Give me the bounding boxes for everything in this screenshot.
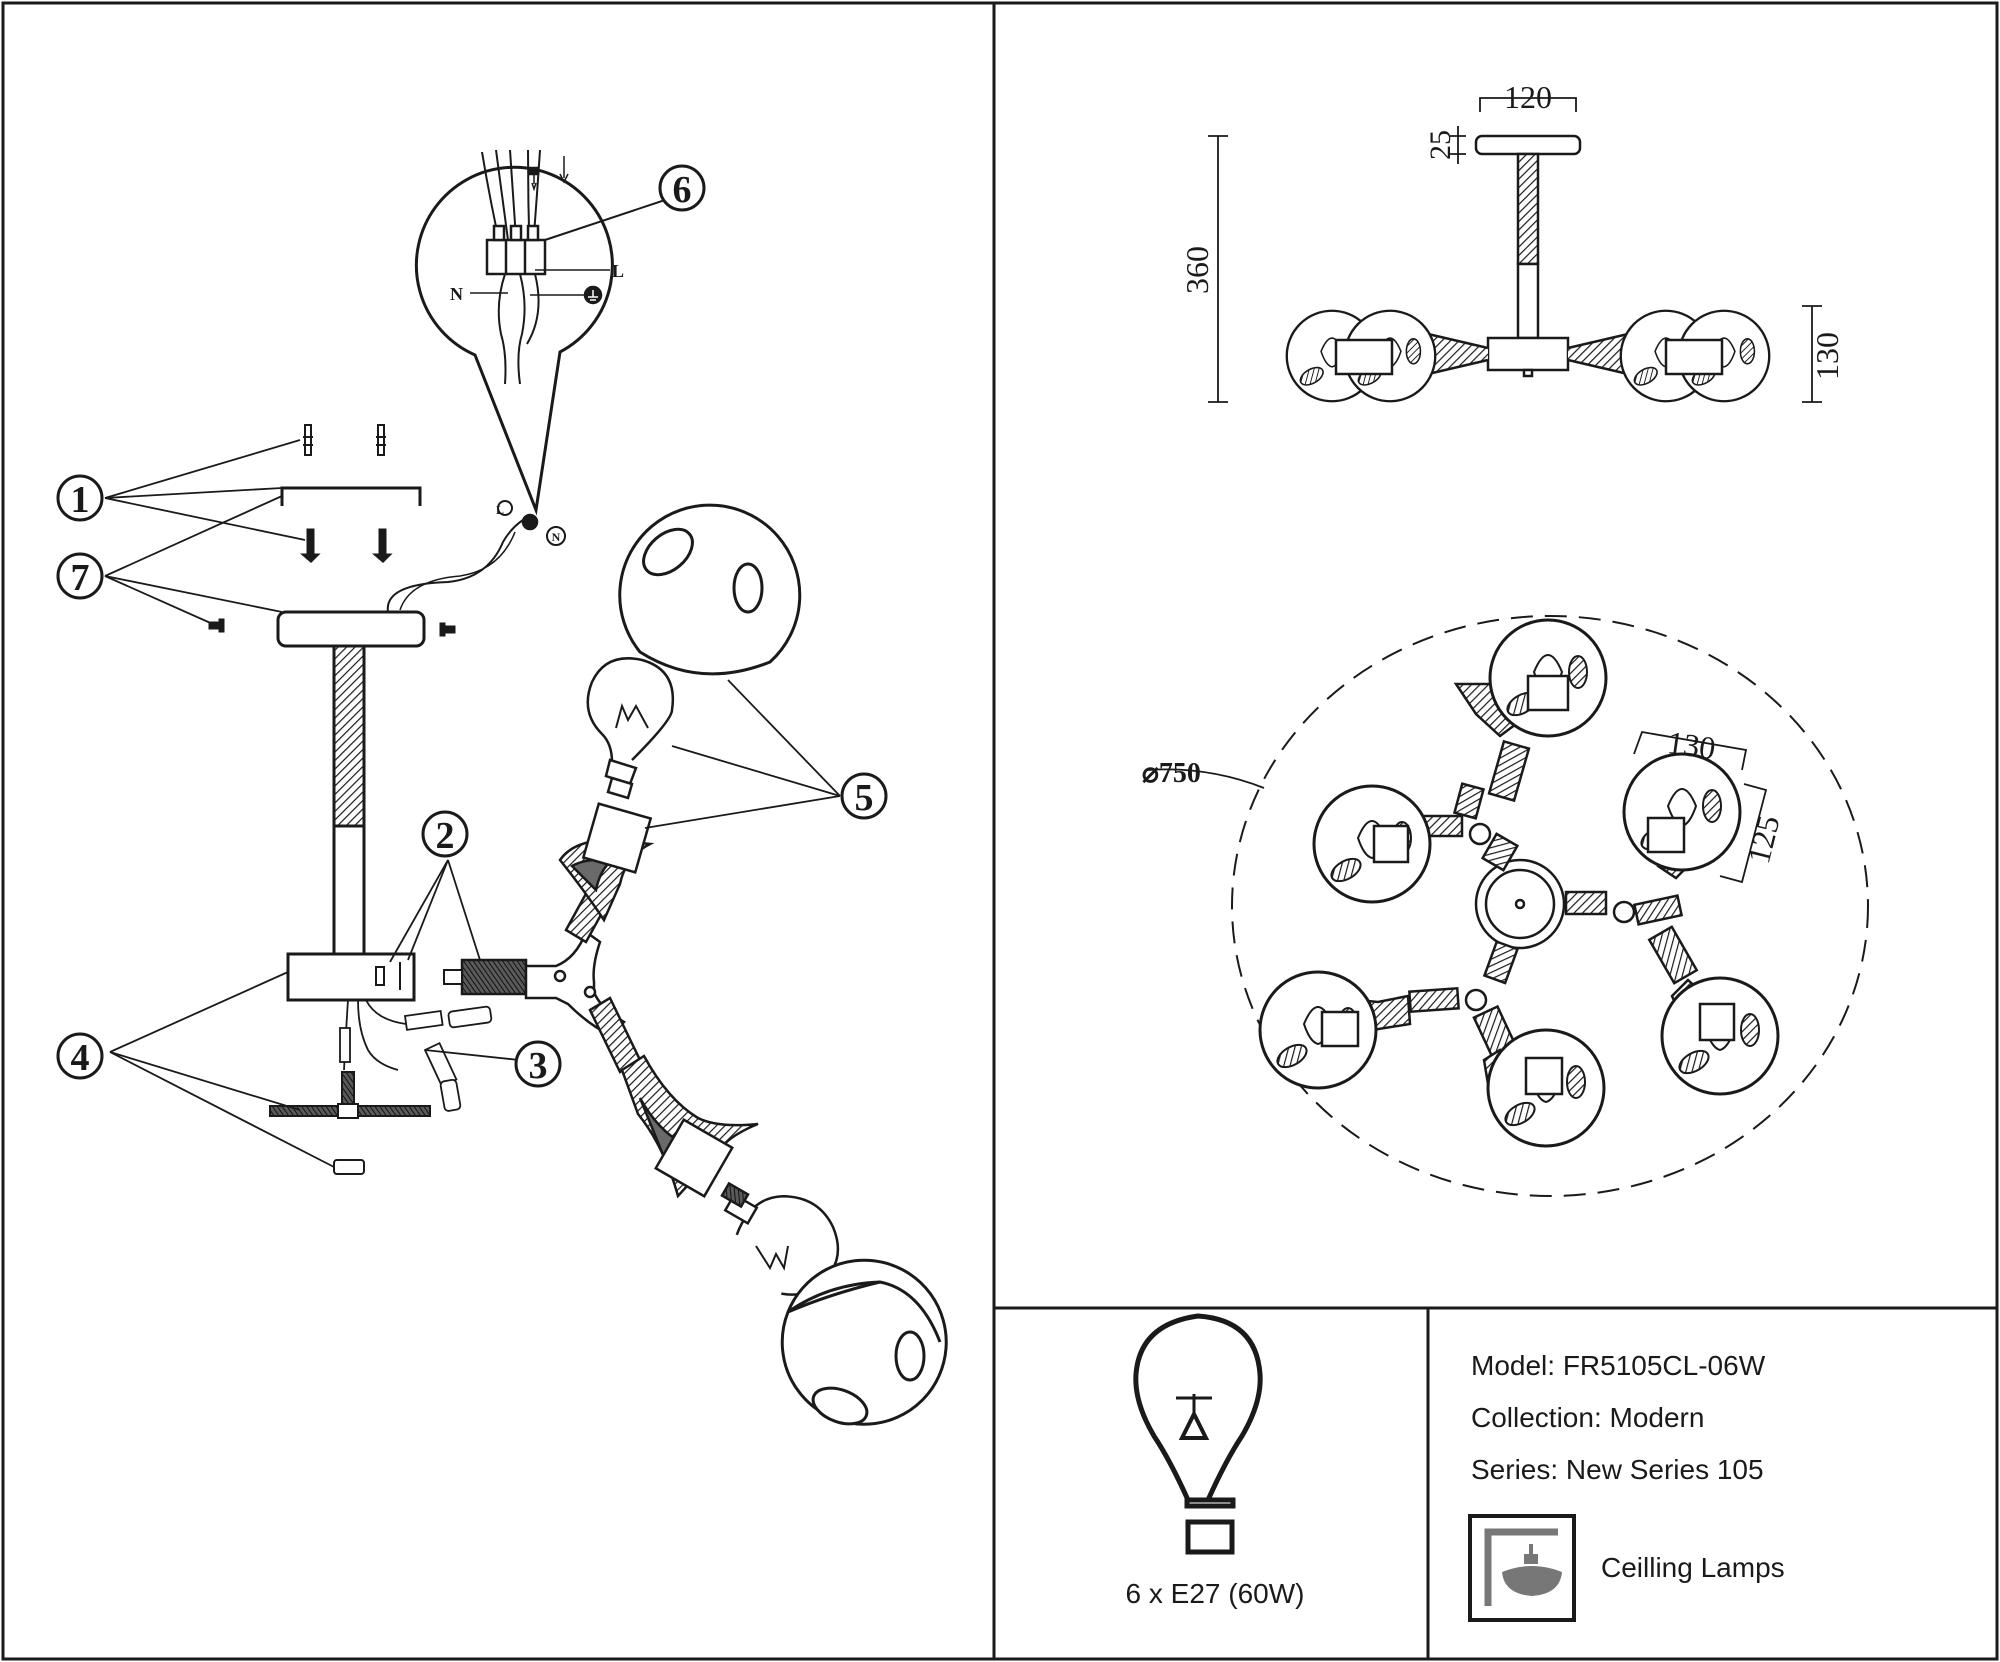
glass-shade-lower — [780, 1258, 948, 1426]
dim-arm-span: 130 — [1665, 724, 1718, 766]
leader-lines-1-7 — [104, 439, 306, 626]
end-cap — [333, 1159, 365, 1175]
supply-wire — [386, 519, 524, 613]
leader-lines-5 — [644, 679, 841, 829]
terminal-marks — [497, 500, 566, 546]
terminal-label-live: L — [496, 503, 504, 517]
plan-view — [1147, 615, 1869, 1197]
mounting-bracket — [280, 486, 422, 506]
dimension-lines-elevation — [1208, 97, 1822, 403]
callout-label-3: 3 — [529, 1045, 548, 1087]
internal-wiring — [339, 999, 493, 1112]
callout-label-4: 4 — [71, 1037, 90, 1079]
arm-connector — [460, 958, 528, 996]
stem-tube — [332, 644, 366, 828]
collection-label: Collection: Modern — [1471, 1402, 1705, 1433]
junction-body — [286, 952, 416, 1002]
bulb-icon — [1133, 1313, 1263, 1555]
bulb-upper — [586, 657, 675, 800]
dim-canopy-height: 25 — [1424, 130, 1457, 160]
terminal-label-neutral: N — [552, 530, 561, 544]
dim-shade-height: 130 — [1809, 332, 1845, 380]
exploded-assembly-view — [56, 149, 948, 1426]
callout-label-5: 5 — [855, 777, 874, 819]
side-elevation-view — [1208, 97, 1822, 403]
callout-label-6: 6 — [673, 169, 692, 211]
dimension-lines-plan — [1147, 730, 1768, 884]
dim-canopy-width: 120 — [1504, 79, 1552, 115]
bulb-lower — [720, 1181, 840, 1296]
callout-markers — [56, 164, 888, 1088]
mounting-screws — [208, 528, 456, 637]
wire-label-neutral: N — [450, 284, 463, 304]
callout-label-1: 1 — [71, 479, 90, 521]
dim-total-height: 360 — [1179, 246, 1215, 294]
callout-label-2: 2 — [436, 815, 455, 857]
series-label: Series: New Series 105 — [1471, 1454, 1764, 1485]
model-label: Model: FR5105CL-06W — [1471, 1350, 1766, 1381]
ground-icon — [588, 290, 598, 301]
canopy — [276, 610, 426, 648]
wall-anchors — [303, 424, 386, 456]
callout-label-7: 7 — [71, 557, 90, 599]
dim-diameter: ⌀750 — [1142, 758, 1201, 789]
threaded-rod — [341, 1071, 355, 1107]
bulb-spec: 6 x E27 (60W) — [1125, 1578, 1305, 1609]
dim-arm-depth: 125 — [1740, 812, 1787, 867]
lamp-arm-assembly — [524, 802, 759, 1199]
leader-lines-2 — [389, 859, 481, 963]
wiring-detail-callout — [414, 149, 681, 516]
ceiling-lamp-icon — [1468, 1514, 1576, 1622]
category-label: Ceilling Lamps — [1601, 1552, 1785, 1583]
glass-shade-upper — [618, 503, 802, 676]
wire-label-live: L — [612, 261, 624, 281]
stem-extension — [332, 824, 366, 956]
